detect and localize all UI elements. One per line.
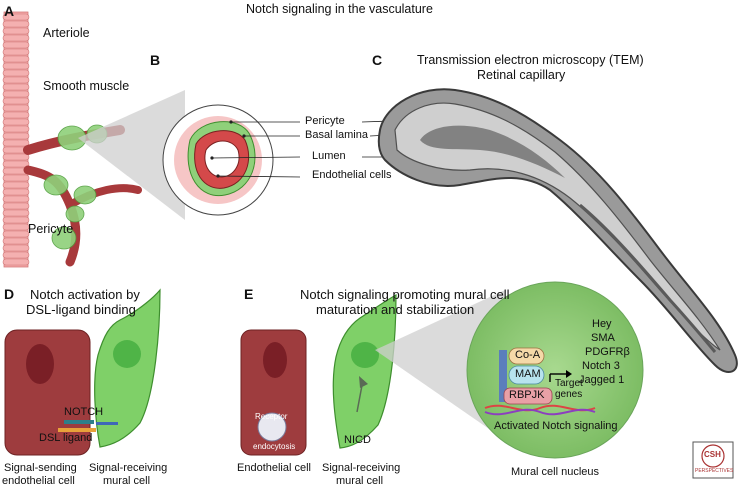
smooth-muscle-ring [2,90,30,98]
smooth-muscle-ring [2,13,30,21]
endothelial-cells-label: Endothelial cells [312,169,392,181]
smooth-muscle-ring [2,202,30,210]
panel-e-title-line2: maturation and stabilization [316,302,475,317]
panel-d-letter: D [4,286,15,302]
arteriole-label: Arteriole [43,26,90,40]
panel-a-letter: A [4,3,15,19]
smooth-muscle-ring [2,188,30,196]
smooth-muscle-ring [2,153,30,161]
target-label-line1: Target [555,378,583,389]
smooth-muscle-rings [2,13,30,266]
sender-label-line2: endothelial cell [2,475,75,487]
smooth-muscle-ring [2,20,30,28]
smooth-muscle-ring [2,237,30,245]
receiver-e-label-line2: mural cell [336,475,384,487]
logo-csh: CSH [704,450,721,459]
receiver-e-label-line1: Signal-receiving [322,462,401,474]
smooth-muscle-ring [2,251,30,259]
pericyte-label-a: Pericyte [28,222,74,236]
smooth-muscle-ring [2,125,30,133]
logo-perspectives: PERSPECTIVES [695,468,734,474]
smooth-muscle-ring [2,230,30,238]
receptor-label-line2: endocytosis [253,442,296,451]
csh-logo [692,441,734,479]
target-gene-jagged1: Jagged 1 [579,374,625,386]
target-gene-sma: SMA [591,332,615,344]
panel-e-title-line1: Notch signaling promoting mural cell [300,287,510,302]
panel-d-title-line1: Notch activation by [30,287,140,302]
smooth-muscle-ring [2,69,30,77]
smooth-muscle-ring [2,118,30,126]
nicd-label: NICD [344,434,371,446]
smooth-muscle-ring [2,195,30,203]
panel-c-letter: C [372,52,383,68]
smooth-muscle-ring [2,27,30,35]
vessel-cross-section [162,104,301,216]
figure-title: Notch signaling in the vasculature [246,2,433,16]
smooth-muscle-ring [2,104,30,112]
smooth-muscle-ring [2,41,30,49]
panel-b-letter: B [150,52,161,68]
smooth-muscle-ring [2,216,30,224]
target-label-line2: genes [555,389,583,400]
sender-label-line1: Signal-sending [4,462,77,474]
smooth-muscle-ring [2,111,30,119]
smooth-muscle-ring [2,48,30,56]
endothelial-cell-label: Endothelial cell [237,462,311,474]
receptor-label-line1: Receptor [255,412,288,421]
smooth-muscle-ring [2,160,30,168]
target-gene-notch3: Notch 3 [582,360,620,372]
notch-ligand-contact [58,420,118,432]
smooth-muscle-ring [2,223,30,231]
smooth-muscle-ring [2,174,30,182]
mural-nucleus-label: Mural cell nucleus [511,466,600,478]
smooth-muscle-ring [2,83,30,91]
dsl-ligand-label: DSL ligand [39,432,93,444]
smooth-muscle-ring [2,181,30,189]
mam-label: MAM [515,368,541,380]
smooth-muscle-ring [2,97,30,105]
notch-label: NOTCH [64,406,104,418]
panel-e-cells [240,281,644,459]
smooth-muscle-ring [2,76,30,84]
tem-micrograph [377,88,738,374]
arteriole-illustration [2,11,185,268]
smooth-muscle-ring [2,132,30,140]
rbpjk-label: RBPJK [509,389,545,401]
smooth-muscle-ring [2,244,30,252]
smooth-muscle-ring [2,34,30,42]
smooth-muscle-ring [2,258,30,266]
smooth-muscle-ring [2,139,30,147]
target-gene-hey: Hey [592,318,612,330]
target-gene-pdgfrb: PDGFRβ [585,346,630,358]
tem-title-line1: Transmission electron microscopy (TEM) [417,53,644,67]
dna-helix [484,404,596,416]
smooth-muscle-ring [2,55,30,63]
lumen-label: Lumen [312,150,346,162]
panel-d-cells [4,288,161,456]
coa-label: Co-A [515,349,541,361]
smooth-muscle-ring [2,62,30,70]
pericyte-label-b: Pericyte [305,115,345,127]
basal-lamina-label: Basal lamina [305,129,368,141]
smooth-muscle-label: Smooth muscle [43,79,130,93]
smooth-muscle-ring [2,209,30,217]
receiver-label-line1: Signal-receiving [89,462,168,474]
tem-title-line2: Retinal capillary [477,68,566,82]
activated-notch-label: Activated Notch signaling [494,420,618,432]
receiver-label-line2: mural cell [103,475,151,487]
panel-d-title-line2: DSL-ligand binding [26,302,136,317]
panel-e-letter: E [244,286,254,302]
